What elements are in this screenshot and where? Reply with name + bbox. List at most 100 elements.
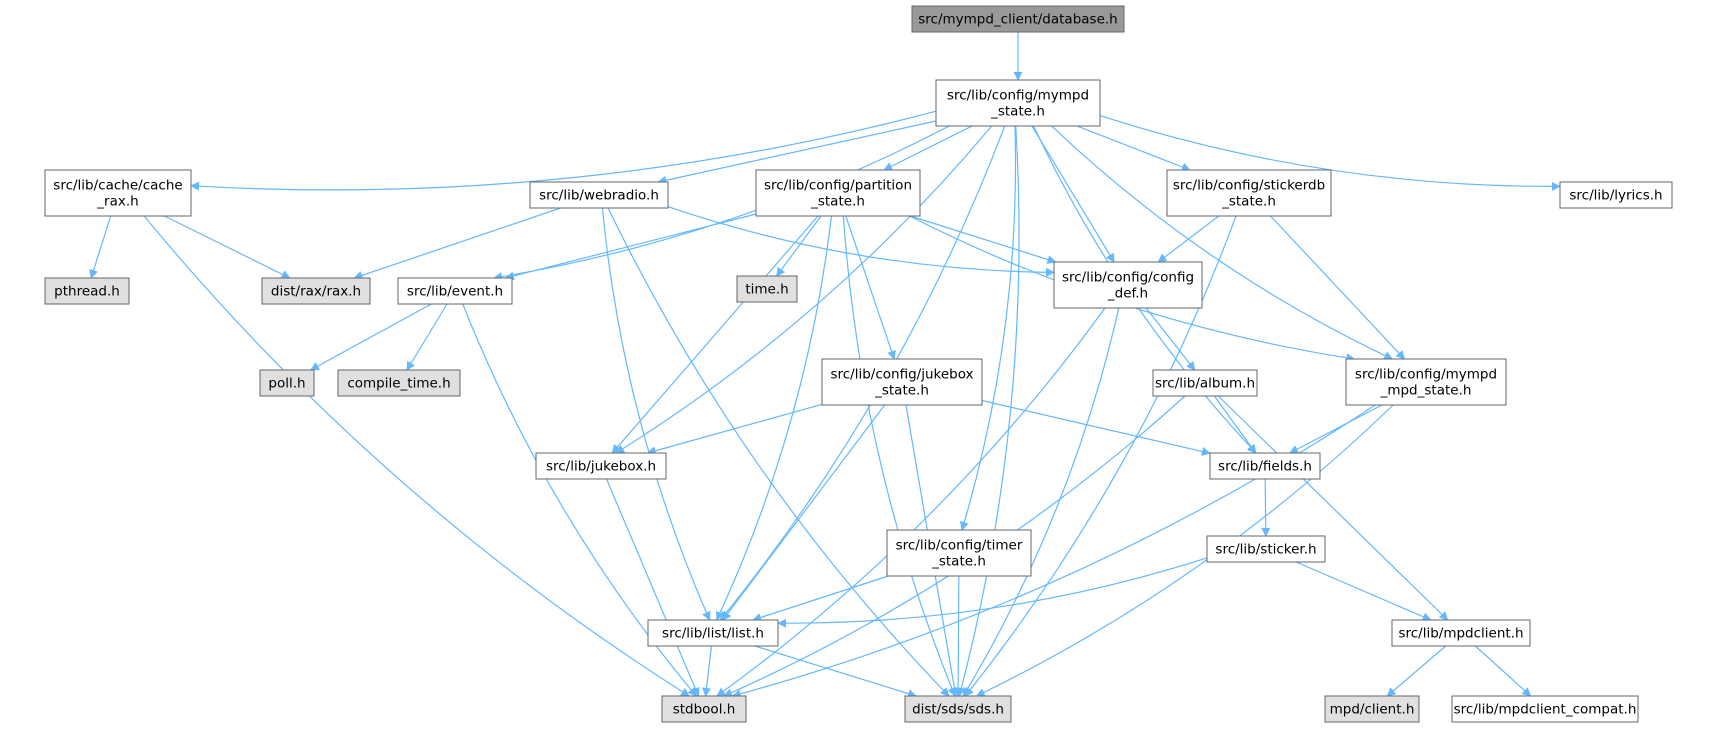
node-partition-state[interactable]: src/lib/config/partition_state.h xyxy=(755,169,921,217)
node-label: src/lib/sticker.h xyxy=(1215,542,1316,558)
node-box xyxy=(44,169,192,217)
node-config-def[interactable]: src/lib/config/config_def.h xyxy=(1053,261,1203,309)
node-box xyxy=(1152,369,1258,397)
edge-partition_state-to-sds xyxy=(842,215,957,697)
node-box xyxy=(736,275,798,303)
edge-event-to-poll xyxy=(309,303,432,371)
node-label: pthread.h xyxy=(54,284,120,300)
node-box xyxy=(755,169,921,217)
edge-partition_state-to-list xyxy=(716,215,833,621)
edge-sticker-to-list xyxy=(777,557,1208,628)
node-timer-state[interactable]: src/lib/config/timer_state.h xyxy=(886,529,1032,577)
node-pthread: pthread.h xyxy=(44,277,130,305)
node-label: _state.h xyxy=(1221,194,1276,210)
node-label: src/lib/config/partition xyxy=(764,178,912,194)
edge-webradio-to-rax xyxy=(353,207,561,280)
edge-album-to-fields xyxy=(1213,395,1257,454)
node-label: _rax.h xyxy=(96,194,138,210)
edge-list-to-stdbool xyxy=(702,645,713,697)
edge-stickerdb_state-to-mpd_state xyxy=(1270,215,1406,360)
node-label: _def.h xyxy=(1107,286,1148,302)
edge-cache_rax-to-pthread xyxy=(89,215,112,279)
node-label: src/lib/album.h xyxy=(1155,376,1255,392)
node-rax: dist/rax/rax.h xyxy=(261,277,371,305)
edge-cache_rax-to-rax xyxy=(164,215,291,279)
edge-partition_state-to-jukebox xyxy=(611,215,819,454)
node-mpdclient-compat[interactable]: src/lib/mpdclient_compat.h xyxy=(1451,695,1639,723)
node-label: time.h xyxy=(745,282,788,298)
node-label: _state.h xyxy=(810,194,865,210)
node-event[interactable]: src/lib/event.h xyxy=(397,277,513,305)
node-box xyxy=(647,619,779,647)
node-label: src/lib/jukebox.h xyxy=(546,459,656,475)
edge-jukebox_state-to-fields xyxy=(981,399,1211,456)
node-box xyxy=(1559,181,1673,209)
node-stdbool: stdbool.h xyxy=(661,695,747,723)
edge-partition_state-to-jukebox_state xyxy=(845,215,896,360)
node-list[interactable]: src/lib/list/list.h xyxy=(647,619,779,647)
node-box xyxy=(904,695,1012,723)
node-label: compile_time.h xyxy=(347,376,450,392)
node-label: _mpd_state.h xyxy=(1380,383,1472,399)
node-label: src/lib/config/mympd xyxy=(1355,367,1497,383)
edge-event-to-stdbool xyxy=(462,303,697,697)
node-label: src/lib/mpdclient_compat.h xyxy=(1454,702,1637,718)
node-fields[interactable]: src/lib/fields.h xyxy=(1209,452,1321,480)
node-label: src/lib/mpdclient.h xyxy=(1398,626,1523,642)
node-box xyxy=(261,277,371,305)
node-label: src/mympd_client/database.h xyxy=(918,12,1118,28)
node-box xyxy=(886,529,1032,577)
node-mympd-state[interactable]: src/lib/config/mympd_state.h xyxy=(935,79,1101,127)
node-webradio[interactable]: src/lib/webradio.h xyxy=(529,181,669,209)
node-root[interactable]: src/mympd_client/database.h xyxy=(911,5,1125,33)
edge-mympd_state-to-stickerdb_state xyxy=(1076,125,1191,172)
edge-timer_state-to-list xyxy=(752,575,889,622)
node-label: src/lib/config/stickerdb xyxy=(1173,178,1325,194)
edge-mpd_state-to-fields xyxy=(1289,404,1383,454)
edge-timer_state-to-sds xyxy=(953,575,963,697)
node-lyrics[interactable]: src/lib/lyrics.h xyxy=(1559,181,1673,209)
node-label: dist/rax/rax.h xyxy=(271,284,361,300)
edge-sticker-to-mpdclient xyxy=(1295,561,1432,621)
node-box xyxy=(259,369,315,397)
node-box xyxy=(1391,619,1531,647)
node-mpdclient[interactable]: src/lib/mpdclient.h xyxy=(1391,619,1531,647)
node-label: src/lib/webradio.h xyxy=(539,188,659,204)
edge-jukebox_state-to-list xyxy=(722,404,886,621)
node-box xyxy=(911,5,1125,33)
edge-mympd_state-to-mpd_state xyxy=(1051,125,1394,360)
node-label: _state.h xyxy=(874,383,929,399)
node-box xyxy=(337,369,461,397)
node-label: stdbool.h xyxy=(673,702,736,718)
edge-cache_rax-to-stdbool xyxy=(143,215,690,697)
edge-event-to-compile_time xyxy=(406,303,448,371)
edge-jukebox_state-to-jukebox xyxy=(646,403,823,456)
edge-mpd_state-to-sds xyxy=(975,404,1394,697)
node-label: src/lib/cache/cache xyxy=(53,178,182,194)
edge-jukebox-to-stdbool xyxy=(605,478,700,697)
edge-partition_state-to-config_def xyxy=(910,215,1057,264)
node-jukebox[interactable]: src/lib/jukebox.h xyxy=(535,452,667,480)
edge-mympd_state-to-sds xyxy=(956,125,1020,697)
node-stickerdb-state[interactable]: src/lib/config/stickerdb_state.h xyxy=(1166,169,1332,217)
node-cache-rax[interactable]: src/lib/cache/cache_rax.h xyxy=(44,169,192,217)
node-box xyxy=(1053,261,1203,309)
node-box xyxy=(935,79,1101,127)
node-label: src/lib/event.h xyxy=(407,284,503,300)
node-label: src/lib/config/config xyxy=(1062,270,1194,286)
edge-mympd_state-to-partition_state xyxy=(883,125,973,171)
node-sticker[interactable]: src/lib/sticker.h xyxy=(1206,535,1326,563)
node-compile-time: compile_time.h xyxy=(337,369,461,397)
node-box xyxy=(1451,695,1639,723)
node-jukebox-state[interactable]: src/lib/config/jukebox_state.h xyxy=(821,358,983,406)
node-album[interactable]: src/lib/album.h xyxy=(1152,369,1258,397)
node-label: src/lib/config/jukebox xyxy=(830,367,973,383)
edge-stickerdb_state-to-config_def xyxy=(1157,215,1220,263)
node-label: src/lib/fields.h xyxy=(1218,459,1312,475)
edge-mympd_state-to-webradio xyxy=(657,120,937,185)
edge-mpdclient-to-mpdclient_compat xyxy=(1474,645,1532,697)
edge-mympd_state-to-lyrics xyxy=(1099,115,1561,191)
node-mpd-state[interactable]: src/lib/config/mympd_mpd_state.h xyxy=(1345,358,1507,406)
node-box xyxy=(397,277,513,305)
